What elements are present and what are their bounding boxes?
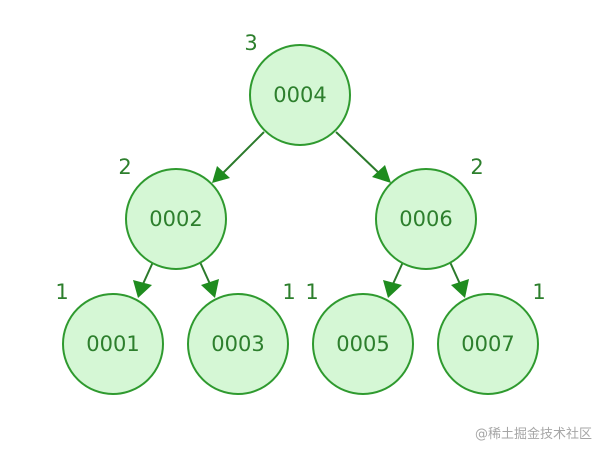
node-circle [249, 44, 351, 146]
node-circle [312, 293, 414, 395]
node-circle [437, 293, 539, 395]
node-label: 0005 [336, 332, 389, 356]
edge-0002-to-0003 [199, 261, 219, 298]
arrowhead-icon [133, 280, 152, 298]
edge-0002-to-0001 [133, 261, 154, 298]
node-circle [125, 168, 227, 270]
edge-line [449, 261, 461, 285]
node-label: 0001 [86, 332, 139, 356]
arrowhead-icon [451, 279, 469, 298]
edge-0004-to-0002 [212, 131, 265, 183]
node-height-label: 1 [305, 280, 318, 304]
node-height-label: 3 [244, 31, 257, 55]
node-label: 0006 [399, 207, 452, 231]
edge-line [392, 261, 404, 285]
node-height-label: 1 [532, 280, 545, 304]
node-label: 0003 [211, 332, 264, 356]
arrowhead-icon [212, 166, 230, 183]
tree-node-0005: 0005 1 [305, 280, 414, 395]
tree-edges [133, 131, 469, 298]
tree-node-0003: 0003 1 [187, 280, 296, 395]
node-height-label: 2 [118, 155, 131, 179]
edge-0006-to-0007 [449, 261, 469, 298]
edge-0004-to-0006 [335, 131, 391, 183]
arrowhead-icon [383, 280, 402, 298]
tree-nodes: 0004 3 0002 2 0006 2 0001 1 0003 1 0005 … [55, 31, 546, 395]
node-height-label: 2 [470, 155, 483, 179]
node-label: 0004 [273, 83, 326, 107]
tree-node-0007: 0007 1 [437, 280, 546, 395]
node-circle [62, 293, 164, 395]
edge-line [335, 131, 381, 175]
watermark: @稀土掘金技术社区 [474, 427, 592, 442]
tree-node-0004: 0004 3 [244, 31, 351, 146]
node-circle [187, 293, 289, 395]
tree-node-0002: 0002 2 [118, 155, 227, 270]
node-height-label: 1 [282, 280, 295, 304]
node-height-label: 1 [55, 280, 68, 304]
edge-line [142, 261, 154, 285]
tree-node-0006: 0006 2 [375, 155, 484, 270]
edge-0006-to-0005 [383, 261, 404, 298]
edge-line [221, 131, 265, 175]
edge-line [199, 261, 211, 285]
node-circle [375, 168, 477, 270]
arrowhead-icon [201, 279, 219, 298]
node-label: 0002 [149, 207, 202, 231]
tree-node-0001: 0001 1 [55, 280, 164, 395]
node-label: 0007 [461, 332, 514, 356]
arrowhead-icon [372, 165, 391, 183]
